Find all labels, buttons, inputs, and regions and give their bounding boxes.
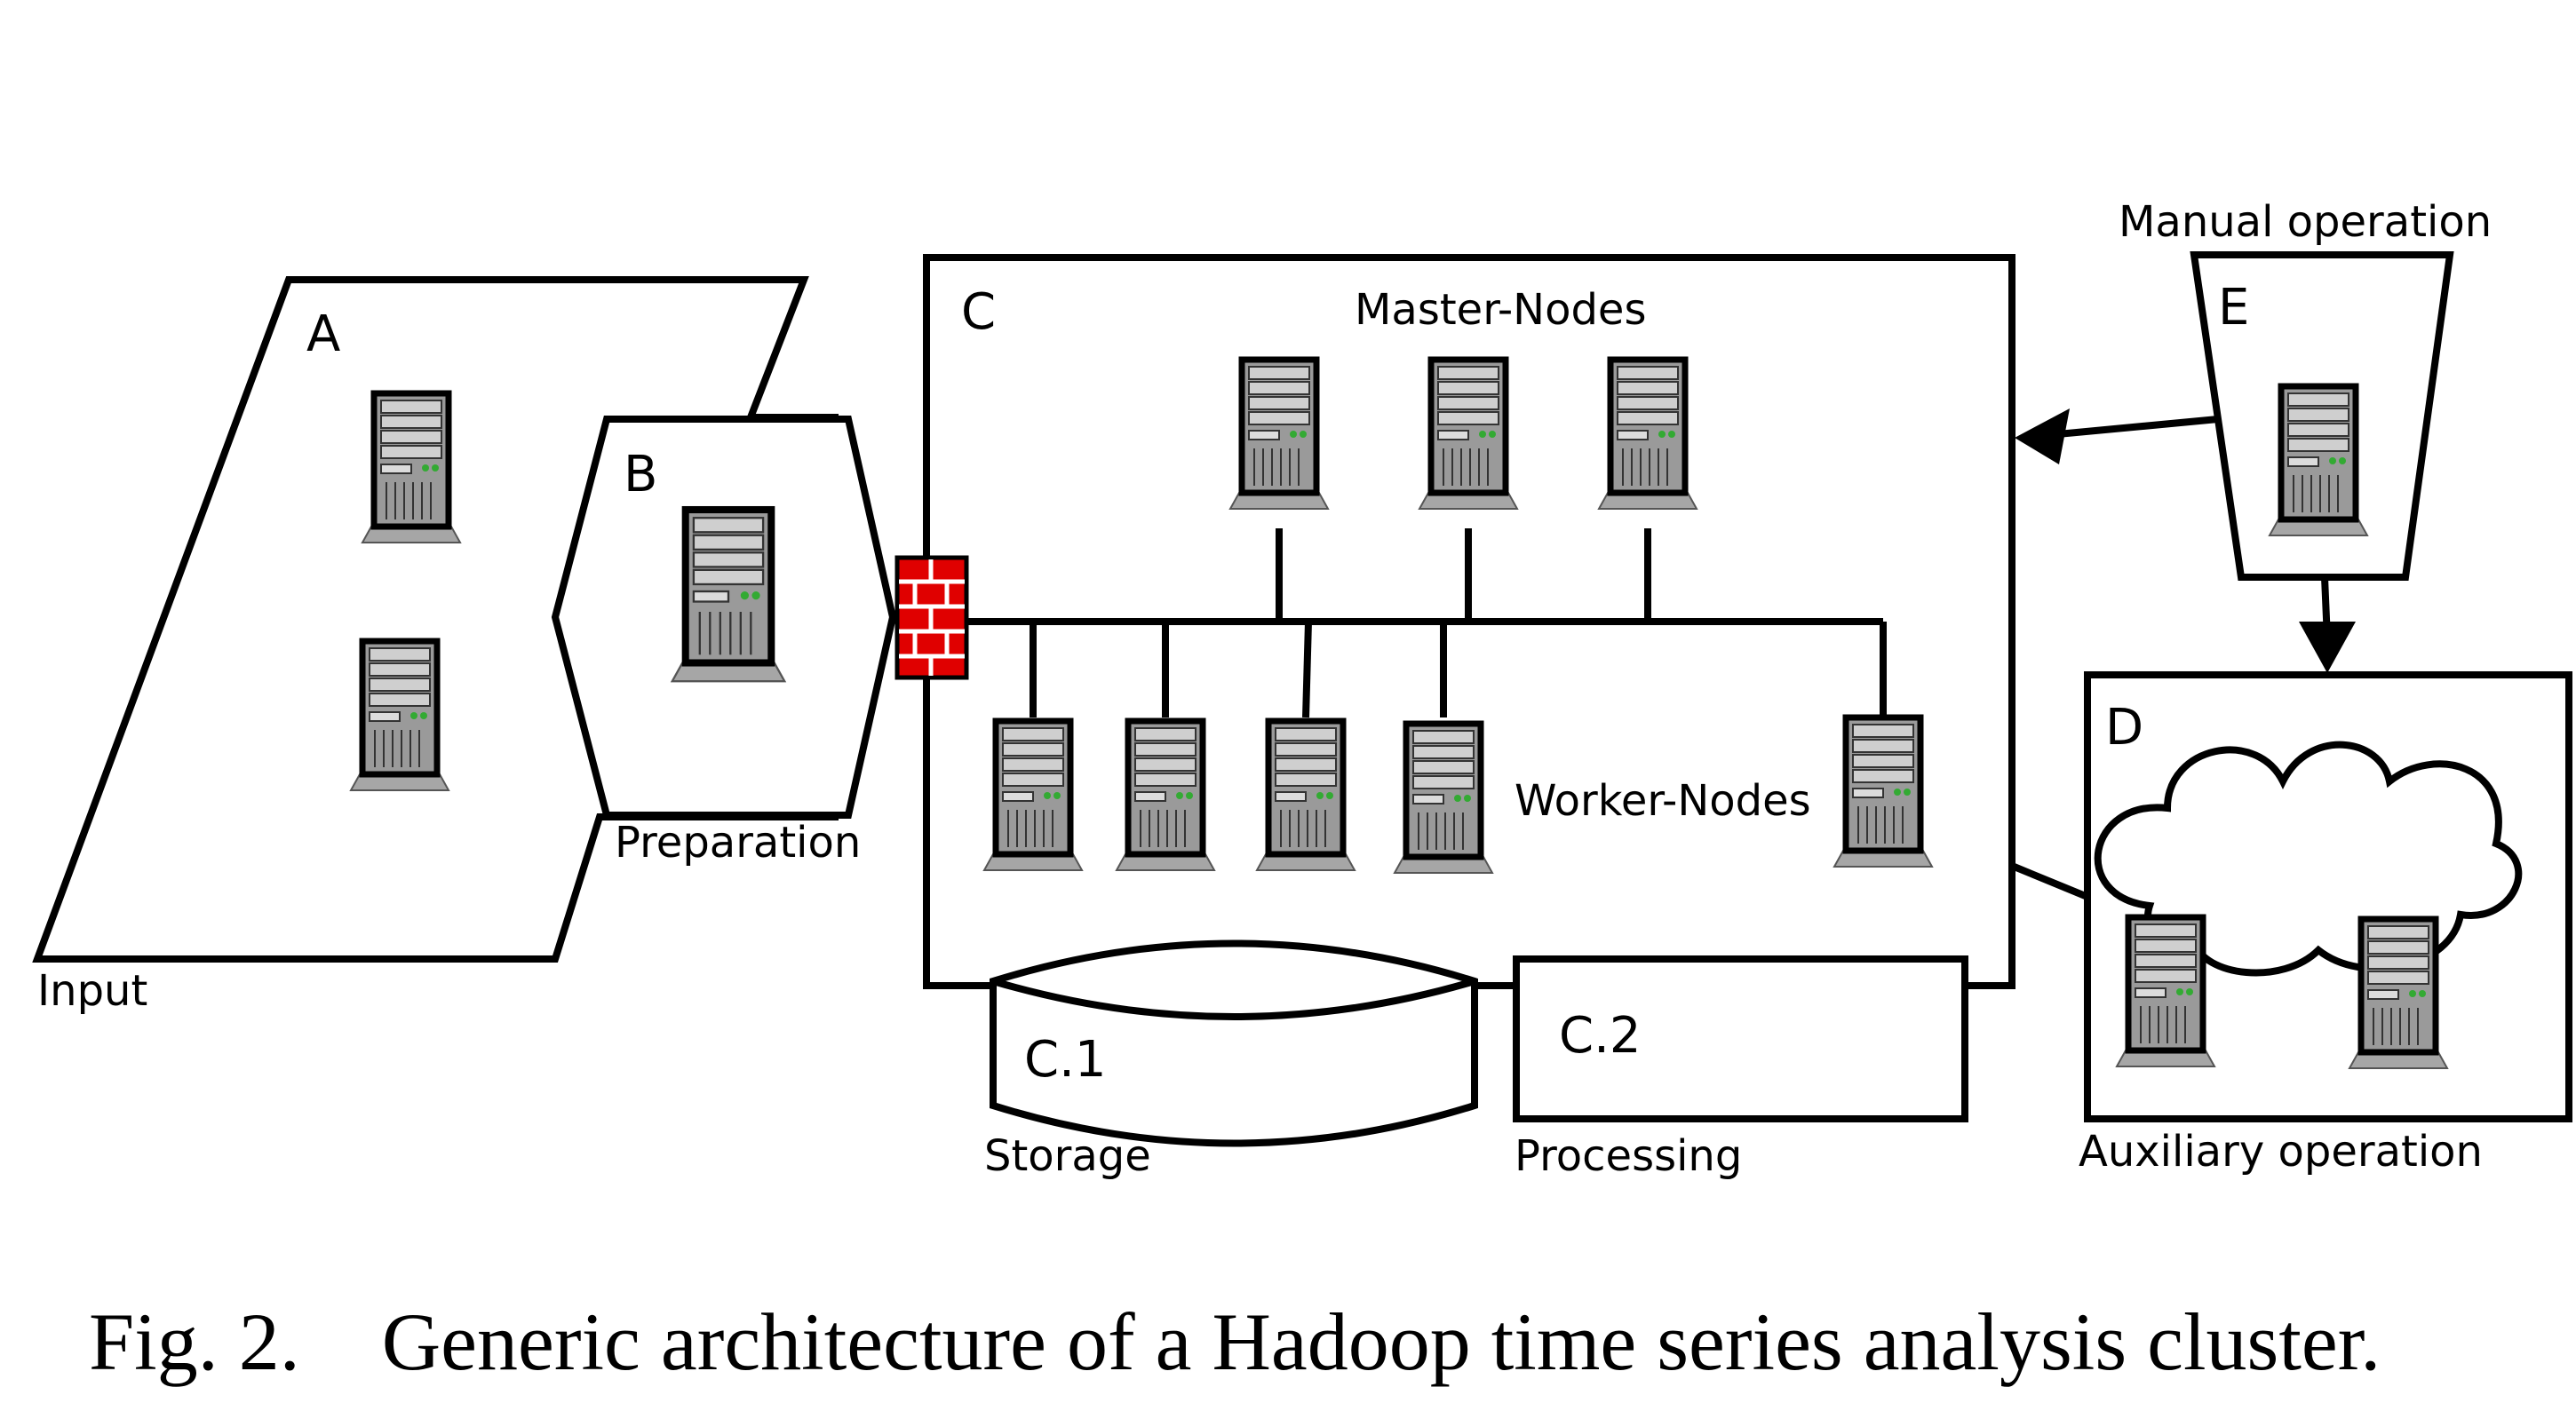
preparation-zone-letter: B	[624, 446, 657, 503]
network-bus	[968, 528, 1887, 718]
master-nodes-label: Master-Nodes	[1355, 285, 1646, 335]
processing-zone	[1513, 955, 1968, 1122]
server-icon	[1257, 721, 1355, 870]
storage-zone-caption: Storage	[984, 1131, 1151, 1181]
manual-zone-caption: Manual operation	[2119, 197, 2492, 247]
auxiliary-zone-letter: D	[2105, 699, 2143, 757]
worker-nodes-label: Worker-Nodes	[1515, 776, 1811, 826]
arrow-icon	[2015, 408, 2070, 464]
processing-zone-caption: Processing	[1515, 1131, 1742, 1181]
server-icon	[351, 641, 449, 790]
processing-zone-letter: C.2	[1559, 1007, 1642, 1065]
server-icon	[1395, 724, 1492, 873]
cluster-zone-letter: C	[961, 283, 996, 341]
arrow-icon	[2299, 622, 2356, 673]
server-icon	[1419, 360, 1517, 509]
storage-zone-letter: C.1	[1024, 1031, 1107, 1089]
cluster-to-auxiliary-link	[2010, 862, 2089, 900]
preparation-zone-caption: Preparation	[615, 818, 861, 868]
server-icon	[2117, 917, 2214, 1066]
input-zone-caption: Input	[37, 966, 147, 1016]
firewall-icon	[894, 555, 969, 680]
auxiliary-zone-caption: Auxiliary operation	[2079, 1127, 2483, 1177]
input-zone-letter: A	[306, 305, 340, 363]
server-icon	[672, 510, 785, 681]
storage-zone	[990, 939, 1478, 1147]
server-icon	[2349, 919, 2447, 1068]
server-icon	[1230, 360, 1328, 509]
server-icon	[1599, 360, 1697, 509]
server-icon	[362, 393, 460, 543]
server-icon	[2270, 386, 2367, 535]
figure-caption: Fig. 2. Generic architecture of a Hadoop…	[89, 1296, 2381, 1387]
storage-zone-top-edge	[991, 978, 1476, 1020]
server-icon	[1834, 717, 1932, 867]
server-icon	[984, 721, 1082, 870]
server-icon	[1117, 721, 1214, 870]
manual-zone-letter: E	[2218, 279, 2249, 337]
